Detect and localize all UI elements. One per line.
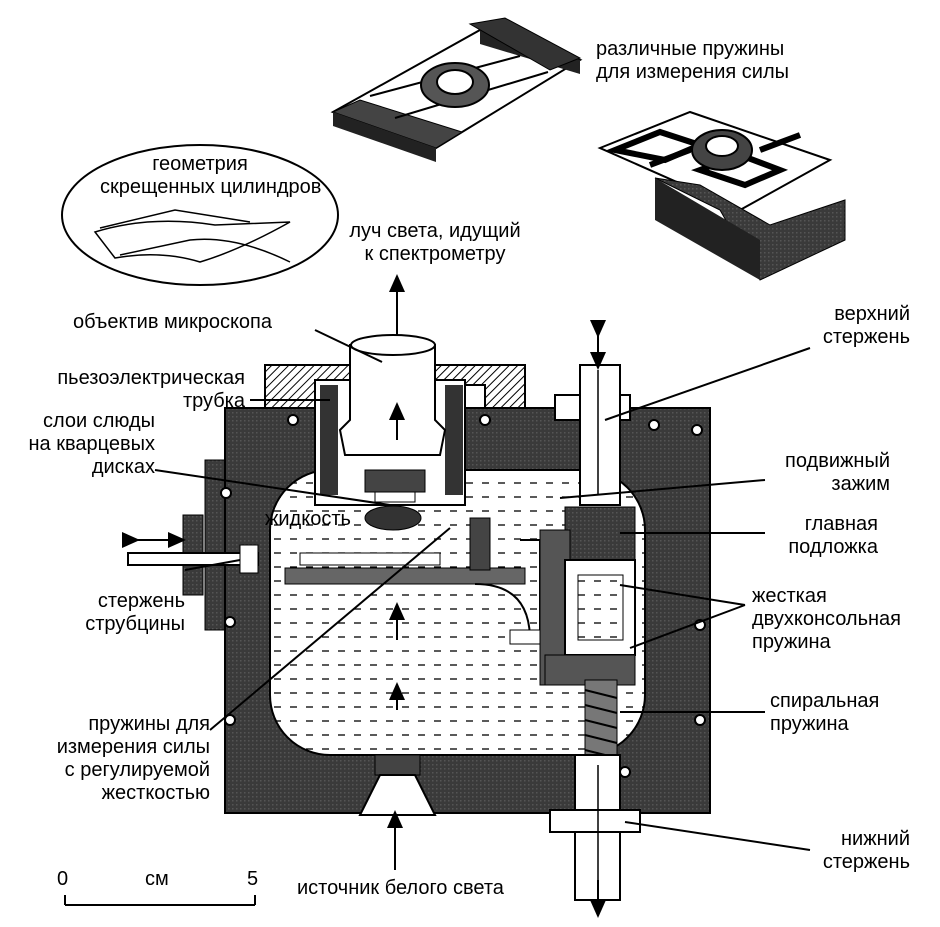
spring-illustration-frame [330, 17, 583, 162]
label-springs-variety: различные пружины для измерения силы [596, 38, 790, 83]
lower-rod [549, 754, 641, 918]
label-rigid-spring: жесткая двухконсольная пружина [752, 585, 901, 653]
label-coil-spring: спиральная пружина [770, 690, 880, 735]
label-crossed-cylinders: геометрия скрещенных цилиндров [100, 153, 322, 198]
spring-illustration-serpentine [597, 110, 846, 281]
label-objective: объектив микроскопа [73, 311, 272, 333]
leader-lines [154, 329, 811, 851]
label-piezo-tube: пьезоэлектрическая трубка [57, 367, 245, 412]
label-liquid: жидкость [265, 508, 351, 530]
label-white-light: источник белого света [297, 877, 504, 899]
light-path [387, 274, 405, 870]
label-upper-rod: верхний стержень [822, 303, 910, 348]
label-lower-rod: нижний стержень [822, 828, 910, 873]
label-movable-clamp: подвижный зажим [785, 450, 890, 495]
label-mica-layers: слои слюды на кварцевых дисках [28, 410, 155, 478]
label-adjustable-springs: пружины для измерения силы с регулируемо… [56, 713, 210, 804]
scale-unit-label: см [145, 868, 169, 890]
scale-end-label: 5 [247, 868, 259, 890]
scale-bar [64, 895, 256, 906]
label-light-beam: луч света, идущий к спектрометру [349, 220, 521, 265]
coil-spring [584, 679, 618, 761]
crossed-cylinders-inset [61, 144, 339, 286]
chamber-body [127, 334, 711, 816]
label-clamp-rod: стержень струбцины [85, 590, 185, 635]
upper-rod [554, 320, 631, 506]
scale-start-label: 0 [57, 868, 69, 890]
label-main-substrate: главная подложка [788, 513, 878, 558]
